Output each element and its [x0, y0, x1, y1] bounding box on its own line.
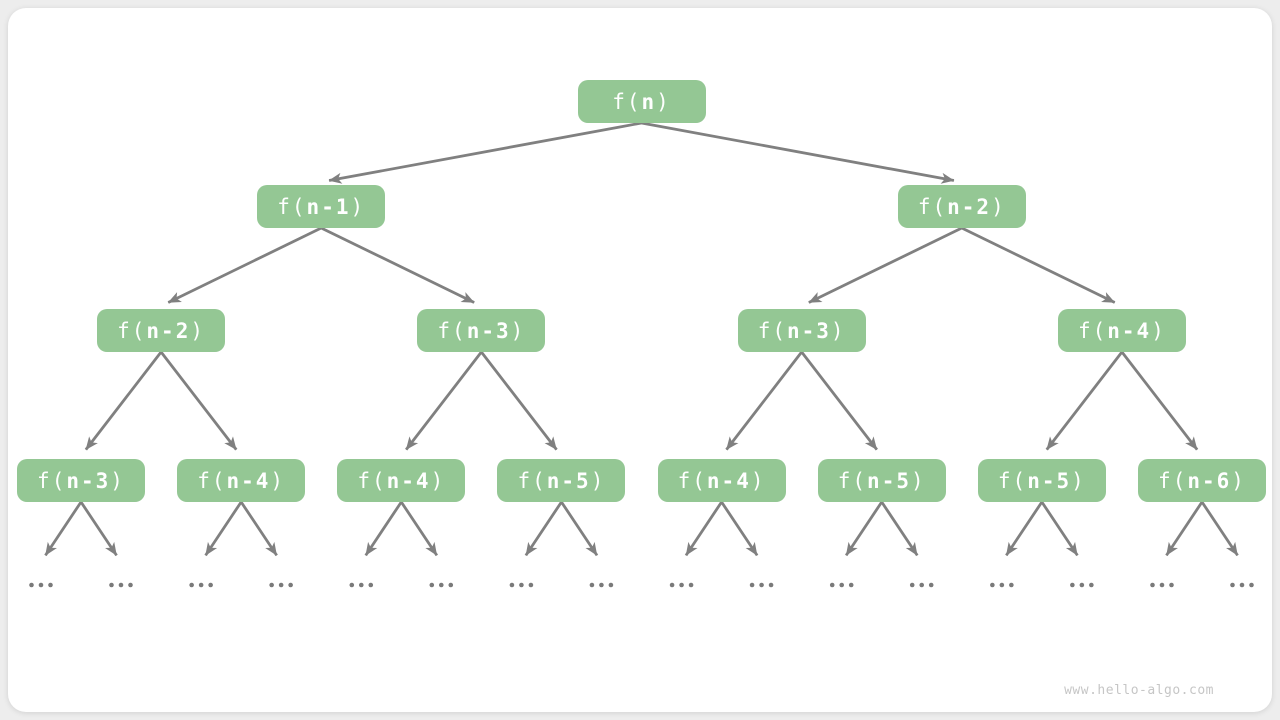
edge-arrow: [239, 501, 278, 557]
edge-arrow: [560, 501, 599, 557]
node-label: f(n-3): [757, 318, 846, 343]
edge-arrow: [725, 351, 803, 451]
node-label: f(n): [612, 89, 671, 114]
node-label: f(n-4): [1077, 318, 1166, 343]
edge-arrow: [320, 226, 475, 304]
node-label: f(n-2): [117, 318, 205, 343]
node-label: f(n-4): [677, 468, 766, 493]
ellipsis-leaf: [990, 582, 1014, 588]
ellipsis-leaf: [669, 582, 694, 588]
tree-node-l4-5: f(n-5): [817, 459, 946, 502]
ellipsis-leaf: [189, 582, 213, 588]
edge-arrow: [808, 226, 963, 304]
ellipsis-leaf: [29, 582, 53, 588]
ellipsis-leaf: [349, 582, 374, 588]
node-label: f(n-4): [357, 468, 446, 493]
ellipsis-leaf: [1070, 582, 1094, 588]
edge-arrow: [844, 501, 883, 557]
edge-arrow: [204, 501, 243, 557]
node-label: f(n-1): [277, 194, 366, 219]
node-label: f(n-3): [437, 318, 526, 343]
edge-arrow: [364, 501, 403, 557]
node-label: f(n-4): [197, 468, 286, 493]
edge-arrow: [1120, 351, 1199, 451]
ellipsis-leaf: [269, 582, 293, 588]
edge-arrow: [405, 351, 483, 451]
tree-node-l3-0: f(n-2): [97, 309, 226, 352]
node-label: f(n-2): [917, 194, 1006, 219]
node-label: f(n-5): [837, 468, 926, 493]
edge-arrow: [880, 501, 919, 557]
tree-node-l3-3: f(n-4): [1057, 309, 1186, 352]
node-label: f(n-5): [997, 468, 1086, 493]
edge-arrow: [79, 501, 118, 557]
tree-node-l3-1: f(n-3): [417, 309, 546, 352]
ellipsis-leaf: [829, 582, 854, 588]
ellipsis-leaf: [1230, 582, 1254, 588]
edge-arrow: [328, 121, 642, 184]
ellipsis-leaf: [1150, 582, 1174, 588]
edge-arrow: [524, 501, 563, 557]
ellipsis-leaf: [509, 582, 534, 588]
edge-arrow: [800, 351, 878, 451]
tree-node-l4-6: f(n-5): [977, 459, 1106, 502]
tree-node-l2-1: f(n-2): [897, 185, 1026, 228]
tree-node-l3-2: f(n-3): [737, 309, 866, 352]
ellipsis-leaf: [909, 582, 934, 588]
edge-arrow: [641, 121, 955, 184]
edge-arrow: [1165, 501, 1204, 557]
watermark: www.hello-algo.com: [1064, 683, 1214, 698]
ellipsis-leaf: [589, 582, 614, 588]
edge-arrow: [961, 226, 1116, 304]
tree-node-l4-7: f(n-6): [1138, 459, 1266, 502]
edge-arrow: [1200, 501, 1239, 557]
tree-node-l4-2: f(n-4): [337, 459, 466, 502]
diagram-card: [8, 8, 1272, 712]
ellipsis-leaf: [109, 582, 133, 588]
edge-arrow: [167, 226, 322, 304]
tree-node-l4-1: f(n-4): [177, 459, 306, 502]
tree-node-l4-3: f(n-5): [497, 459, 626, 502]
edge-arrow: [480, 351, 558, 451]
edge-arrow: [1045, 351, 1124, 451]
ellipsis-leaf: [429, 582, 454, 588]
edge-arrow: [84, 351, 163, 451]
ellipsis-leaf: [749, 582, 774, 588]
edge-arrow: [159, 351, 238, 451]
edge-arrow: [684, 501, 723, 557]
tree-node-l4-4: f(n-4): [657, 459, 786, 502]
edge-arrow: [720, 501, 759, 557]
tree-node-l4-0: f(n-3): [17, 459, 145, 502]
node-label: f(n-6): [1158, 468, 1246, 493]
tree-node-l1-0: f(n): [577, 80, 706, 123]
node-label: f(n-5): [517, 468, 606, 493]
edge-arrow: [44, 501, 83, 557]
tree-node-l2-0: f(n-1): [257, 185, 386, 228]
edge-arrow: [1005, 501, 1044, 557]
node-label: f(n-3): [37, 468, 125, 493]
edge-arrow: [1040, 501, 1079, 557]
edge-arrow: [400, 501, 439, 557]
